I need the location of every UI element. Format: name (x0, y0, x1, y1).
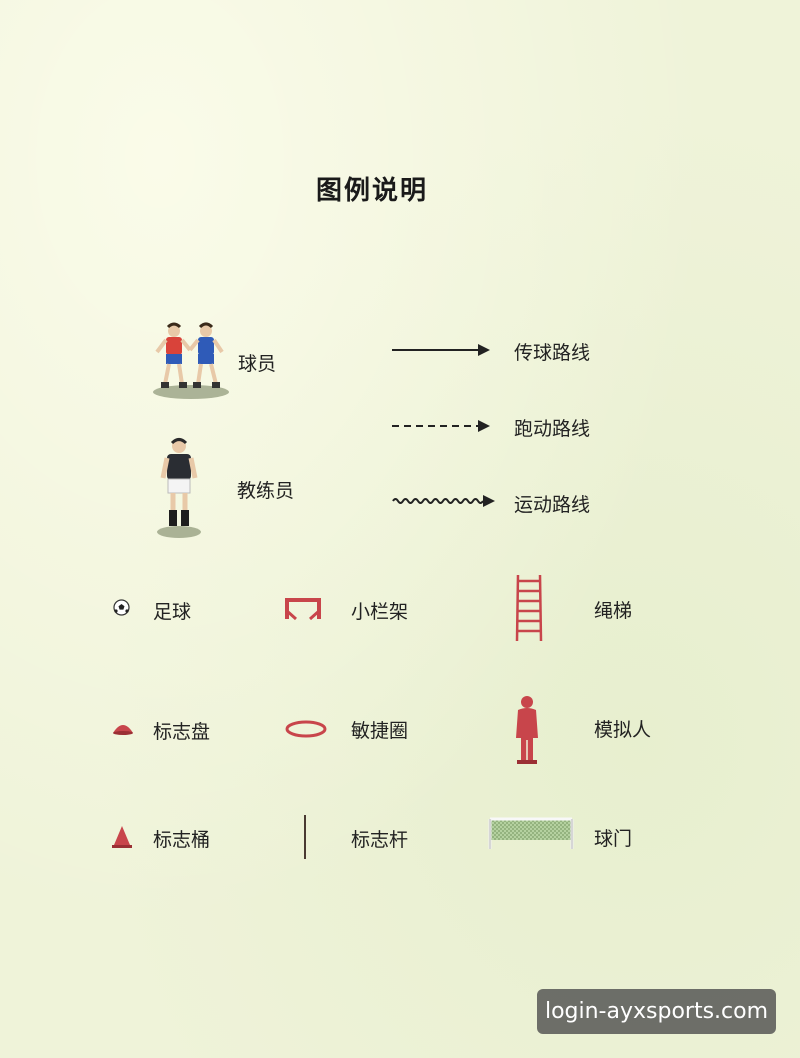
goal-icon (488, 817, 574, 849)
agility-ring-label: 敏捷圈 (351, 720, 409, 742)
marker-disc-label: 标志盘 (153, 721, 211, 743)
ball-label: 足球 (153, 601, 192, 623)
solid-arrow-icon (392, 344, 490, 356)
rope-ladder-label: 绳梯 (594, 600, 633, 622)
coach-label: 教练员 (237, 480, 295, 502)
marker-disc-icon (113, 725, 133, 735)
marker-pole-label: 标志杆 (351, 829, 409, 851)
marker-cone-label: 标志桶 (153, 829, 211, 851)
marker-pole-icon (304, 815, 306, 859)
players-label: 球员 (238, 353, 277, 375)
mini-hurdle-icon (285, 598, 321, 621)
coach-icon (157, 438, 201, 538)
wavy-arrow-icon (392, 495, 495, 507)
dummy-label: 模拟人 (594, 719, 652, 741)
page-title: 图例说明 (315, 176, 428, 206)
goal-label: 球门 (594, 828, 633, 850)
agility-ring-icon (285, 720, 327, 738)
pass-route-label: 传球路线 (514, 342, 591, 364)
run-route-label: 跑动路线 (514, 418, 591, 440)
mini-hurdle-label: 小栏架 (351, 601, 409, 623)
marker-cone-icon (112, 826, 132, 848)
players-icon (153, 322, 229, 399)
rope-ladder-icon (515, 574, 543, 642)
dashed-arrow-icon (392, 420, 490, 432)
movement-route-label: 运动路线 (514, 494, 591, 516)
dummy-icon (516, 696, 538, 764)
watermark-link[interactable]: login-ayxsports.com (537, 989, 776, 1034)
soccer-ball-icon (113, 599, 130, 616)
